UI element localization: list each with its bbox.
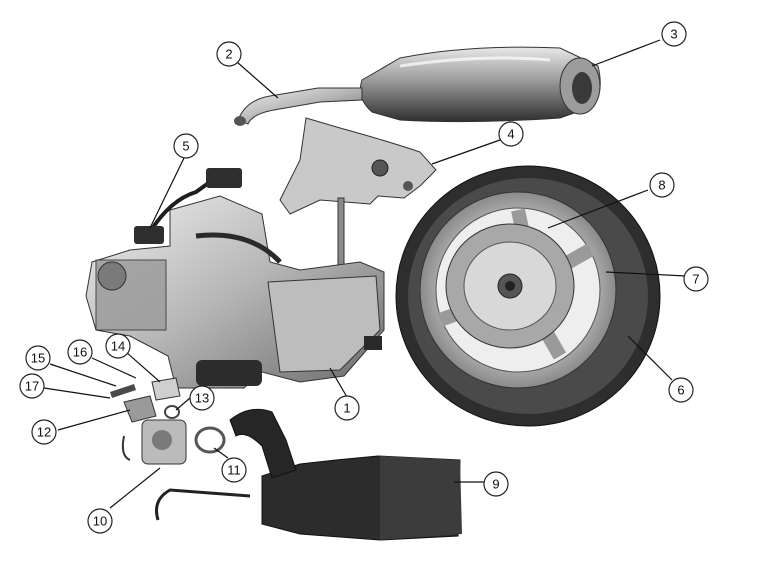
callout-3-label: 3	[670, 27, 677, 42]
engine-part	[85, 195, 385, 389]
callout-7-label: 7	[692, 272, 699, 287]
callout-5-label: 5	[182, 139, 189, 154]
callout-12-label: 12	[37, 425, 51, 440]
exhaust-pipe-part	[234, 87, 363, 126]
callout-4: 4	[498, 121, 524, 147]
callout-12: 12	[31, 419, 57, 445]
callout-15-label: 15	[31, 351, 45, 366]
callout-4-label: 4	[507, 127, 514, 142]
callout-14-label: 14	[111, 339, 125, 354]
o-ring-part	[164, 405, 180, 419]
leader-lines	[43, 39, 687, 509]
callout-5: 5	[173, 133, 199, 159]
callout-15: 15	[25, 345, 51, 371]
callout-16: 16	[67, 339, 93, 365]
callout-2-label: 2	[225, 47, 232, 62]
brake-disc-part	[445, 223, 575, 349]
callout-10: 10	[87, 508, 113, 534]
gasket-part	[151, 377, 181, 401]
callout-6-label: 6	[677, 383, 684, 398]
callout-1-label: 1	[343, 401, 350, 416]
callout-8: 8	[649, 172, 675, 198]
wiring-connectors-part	[134, 168, 242, 244]
callout-6: 6	[668, 377, 694, 403]
callout-17-label: 17	[25, 379, 39, 394]
callout-16-label: 16	[73, 345, 87, 360]
callout-17: 17	[19, 373, 45, 399]
callout-11-label: 11	[227, 463, 241, 478]
callout-10-label: 10	[93, 514, 107, 529]
engine-bracket-part	[279, 117, 437, 269]
hose-clamp-part	[194, 426, 226, 454]
callout-1: 1	[334, 395, 360, 421]
callout-7: 7	[683, 266, 709, 292]
small-hose-part	[110, 384, 136, 398]
callout-13-label: 13	[195, 391, 209, 406]
callout-14: 14	[105, 333, 131, 359]
callout-3: 3	[661, 21, 687, 47]
intake-flange-part	[123, 395, 157, 423]
carburetor-part	[121, 419, 251, 521]
callout-9-label: 9	[492, 477, 499, 492]
air-filter-box-part	[229, 408, 462, 541]
muffler-part	[359, 46, 601, 123]
callout-13: 13	[189, 385, 215, 411]
callout-9: 9	[483, 471, 509, 497]
callout-8-label: 8	[658, 178, 665, 193]
callout-2: 2	[216, 41, 242, 67]
callout-11: 11	[221, 457, 247, 483]
